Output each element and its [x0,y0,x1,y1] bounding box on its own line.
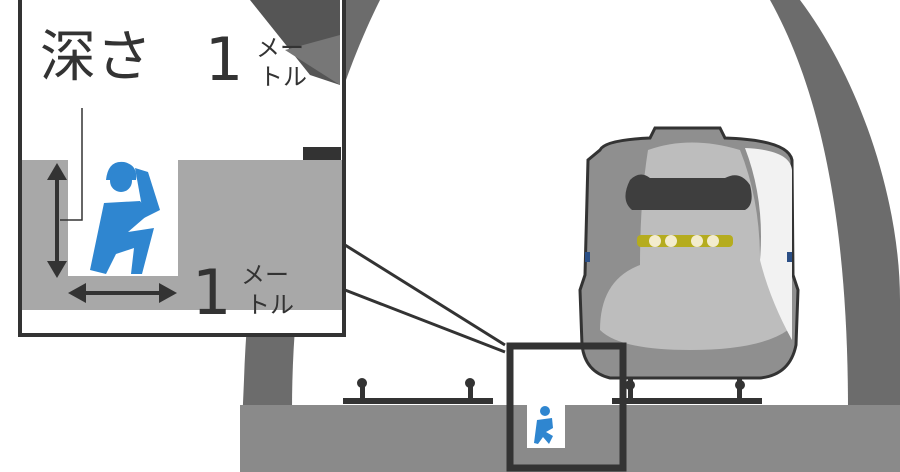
zoom-indicator-box [506,342,627,472]
width-arrow [68,283,177,303]
width-unit-top: メー [241,261,289,289]
depth-unit-top: メー [256,34,304,62]
tunnel-floor [240,405,900,472]
right-track [612,398,762,404]
train [578,126,800,398]
depth-unit-bottom: トル [259,63,307,91]
width-value: 1 [192,256,232,329]
worker-icon [90,161,160,274]
depth-label: 深さ [40,25,152,90]
depth-value: 1 [205,25,244,95]
depth-arrow [47,163,67,278]
width-unit-bottom: トル [246,291,294,319]
small-worker-icon [534,406,553,444]
left-track [343,378,493,404]
